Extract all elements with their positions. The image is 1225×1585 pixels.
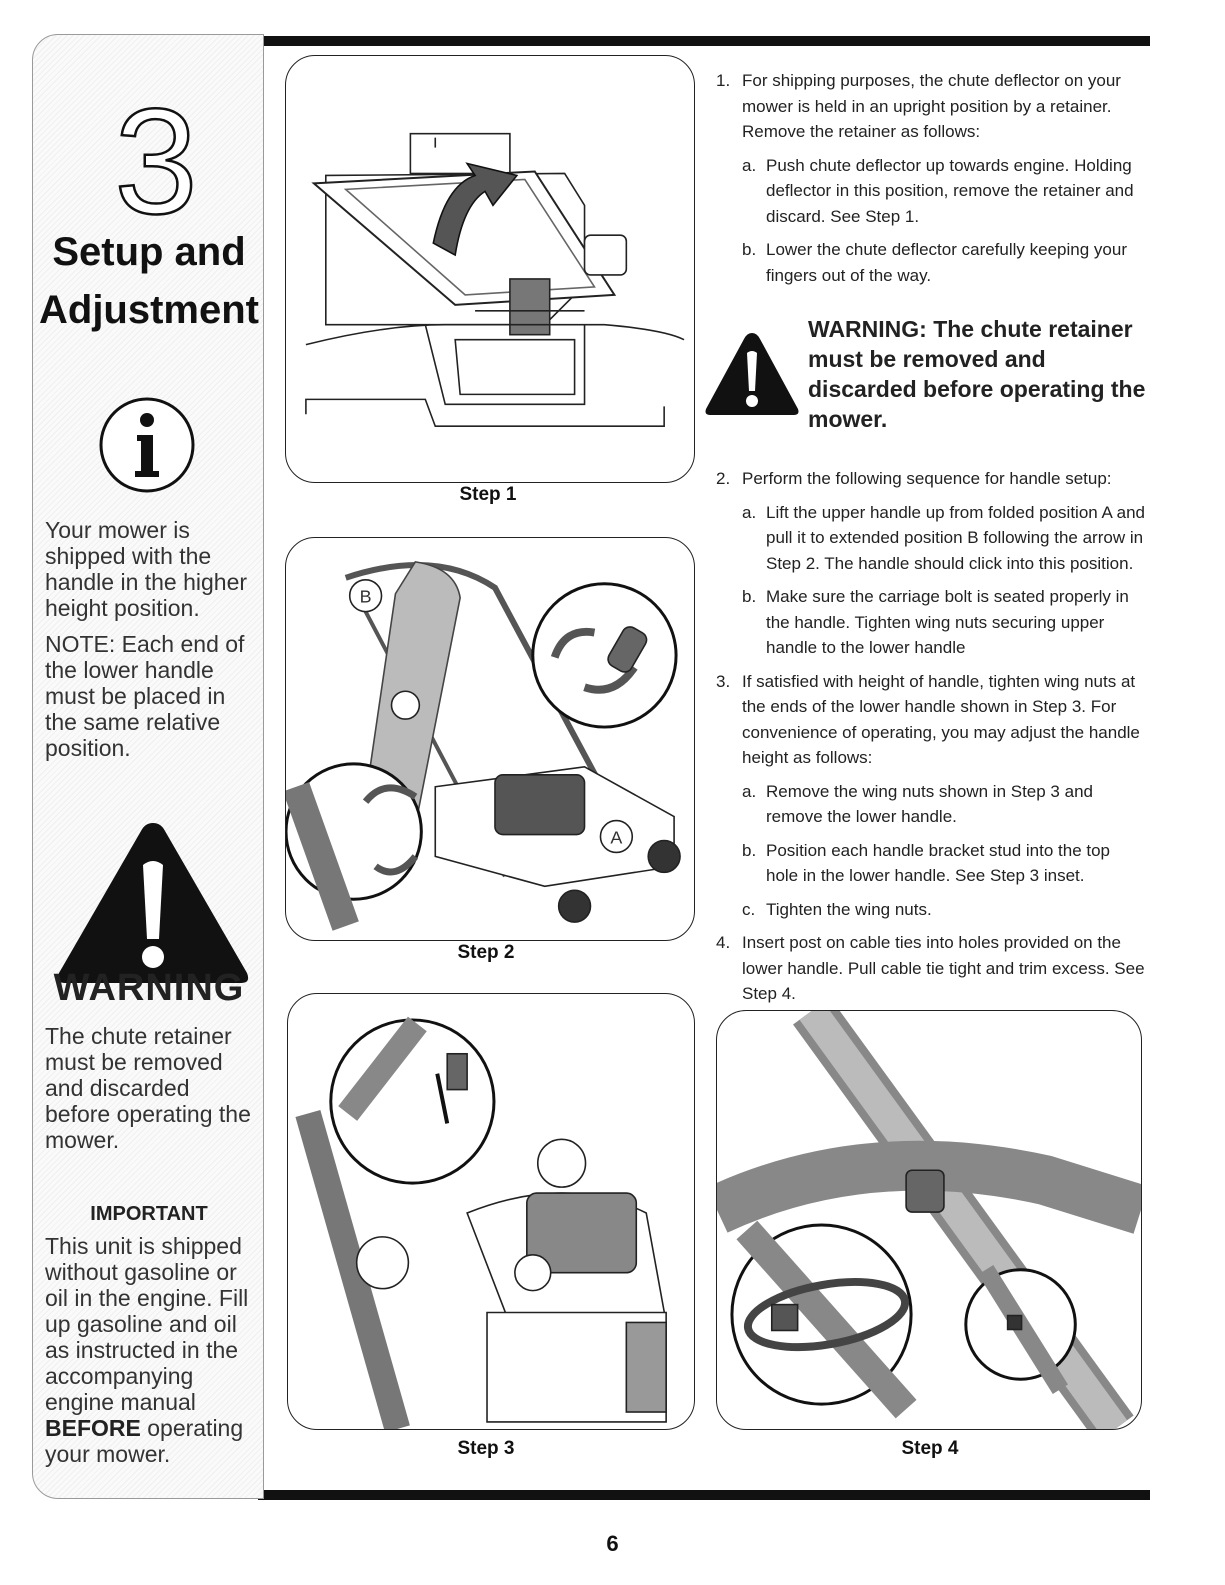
warning-icon [705, 333, 799, 415]
figure-step-3 [287, 993, 695, 1430]
figure-step-4 [716, 1010, 1142, 1430]
instructions: 1.For shipping purposes, the chute defle… [705, 68, 1146, 1007]
step-2: 2.Perform the following sequence for han… [716, 469, 1112, 488]
handle-setup-illustration: B A [286, 561, 681, 931]
caption-step-1: Step 1 [459, 484, 517, 505]
chapter-title: Setup and Adjustment [39, 230, 259, 332]
note-text: NOTE: Each end of the lower handle must … [45, 631, 245, 761]
figure-step-1 [285, 55, 695, 483]
step-4: 4.Insert post on cable ties into holes p… [716, 933, 1145, 1003]
step-3c: c.Tighten the wing nuts. [742, 899, 932, 919]
info-text: Your mower is shipped with the handle in… [45, 517, 248, 621]
page-number: 6 [606, 1531, 619, 1556]
footer-rule [258, 1490, 1150, 1500]
position-a-label: A [610, 827, 622, 847]
info-icon [99, 397, 195, 493]
step-1: 1.For shipping purposes, the chute defle… [716, 71, 1121, 141]
step-3b: b.Position each handle bracket stud into… [742, 840, 1111, 886]
warning-heading: WARNING [53, 967, 245, 1009]
important-text: This unit is shipped without gasoline or… [45, 1233, 249, 1467]
step-2b: b.Make sure the carriage bolt is seated … [742, 587, 1129, 657]
step-1a: a.Push chute deflector up towards engine… [742, 155, 1134, 226]
inline-warning: WARNING: The chute retainer must be remo… [702, 314, 1146, 434]
chapter-number: 3 [113, 85, 199, 225]
important-heading: IMPORTANT [90, 1203, 208, 1225]
figure-step-2: B A [285, 537, 695, 941]
chapter-sidebar: 3 Setup and Adjustment Your mower is shi… [32, 34, 264, 1499]
step-2a: a.Lift the upper handle up from folded p… [742, 502, 1145, 573]
step-3: 3.If satisfied with height of handle, ti… [716, 671, 1140, 768]
header-rule [262, 36, 1150, 46]
caption-step-2: Step 2 [457, 942, 515, 963]
chute-deflector-illustration [305, 132, 685, 428]
warning-icon [57, 823, 249, 983]
svg-text:3: 3 [114, 85, 197, 225]
position-b-label: B [360, 587, 372, 607]
cable-tie-illustration [717, 1011, 1141, 1429]
important-emphasis: BEFORE [45, 1415, 141, 1441]
step-1b: b.Lower the chute deflector carefully ke… [742, 240, 1127, 285]
caption-step-4: Step 4 [901, 1438, 959, 1459]
step-3a: a.Remove the wing nuts shown in Step 3 a… [742, 781, 1093, 827]
inline-warning-text: WARNING: The chute retainer must be remo… [808, 316, 1146, 432]
caption-step-3: Step 3 [457, 1438, 515, 1459]
warning-text: The chute retainer must be removed and d… [45, 1023, 251, 1153]
wing-nut-illustration [295, 1016, 668, 1429]
